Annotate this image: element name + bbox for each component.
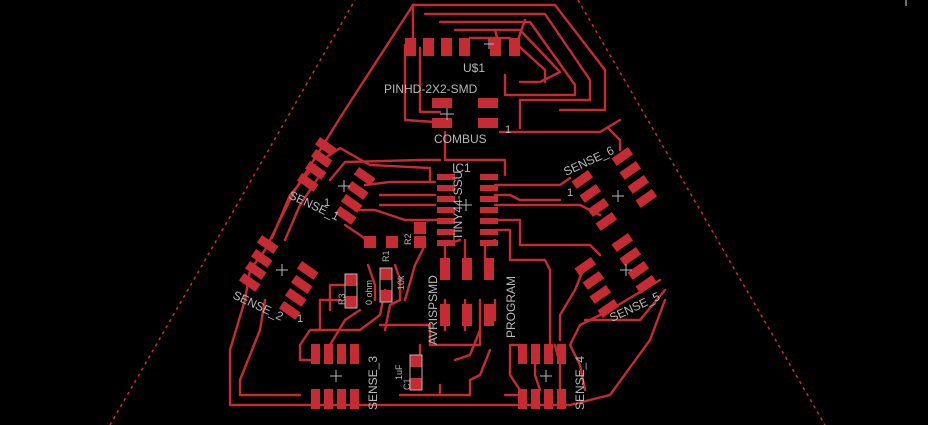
ic1-value-label: TINY44-SSU — [451, 171, 465, 240]
sense-4-pads — [518, 344, 566, 409]
sense-3-label: SENSE_3 — [366, 356, 380, 410]
avrispsmd-label: AVRISPSMD — [426, 275, 440, 345]
pin1-marker: 1 — [567, 187, 573, 199]
passive-pads — [345, 222, 426, 390]
combus-label: COMBUS — [434, 132, 487, 146]
silkscreen-marks — [276, 39, 632, 391]
program-label: PROGRAM — [504, 276, 518, 338]
c1-value-label: 1uF — [394, 364, 404, 380]
c1-label: C1 — [402, 378, 412, 390]
sense-3-pads — [311, 344, 359, 409]
pinhd-label: PINHD-2X2-SMD — [384, 82, 478, 96]
sense-2-pads — [238, 234, 319, 320]
header-u1-pads — [405, 38, 520, 56]
header-combus-pads — [432, 98, 498, 128]
copper-traces — [228, 3, 667, 407]
sense-4-label: SENSE_4 — [573, 356, 587, 410]
board-outline — [109, 0, 356, 425]
sense-6-pads — [571, 146, 658, 231]
r3-label: R3 — [337, 293, 347, 305]
ic1-label: IC1 — [452, 161, 471, 175]
r1-label: R1 — [381, 250, 391, 262]
r2-label: R2 — [403, 233, 413, 245]
r1-value-label: 10k — [396, 275, 406, 290]
avrisp-pads — [440, 258, 494, 326]
pin1-marker: 1 — [505, 124, 511, 136]
ic1-pads — [437, 174, 498, 246]
u1-label: U$1 — [463, 61, 485, 75]
pin1-marker: 1 — [297, 313, 303, 325]
pin1-marker: 1 — [324, 197, 330, 209]
r3-value-label: 0 ohm — [364, 280, 374, 305]
sense-1-pads — [296, 136, 376, 225]
sense-5-pads — [574, 232, 658, 318]
board-outline — [577, 0, 826, 425]
